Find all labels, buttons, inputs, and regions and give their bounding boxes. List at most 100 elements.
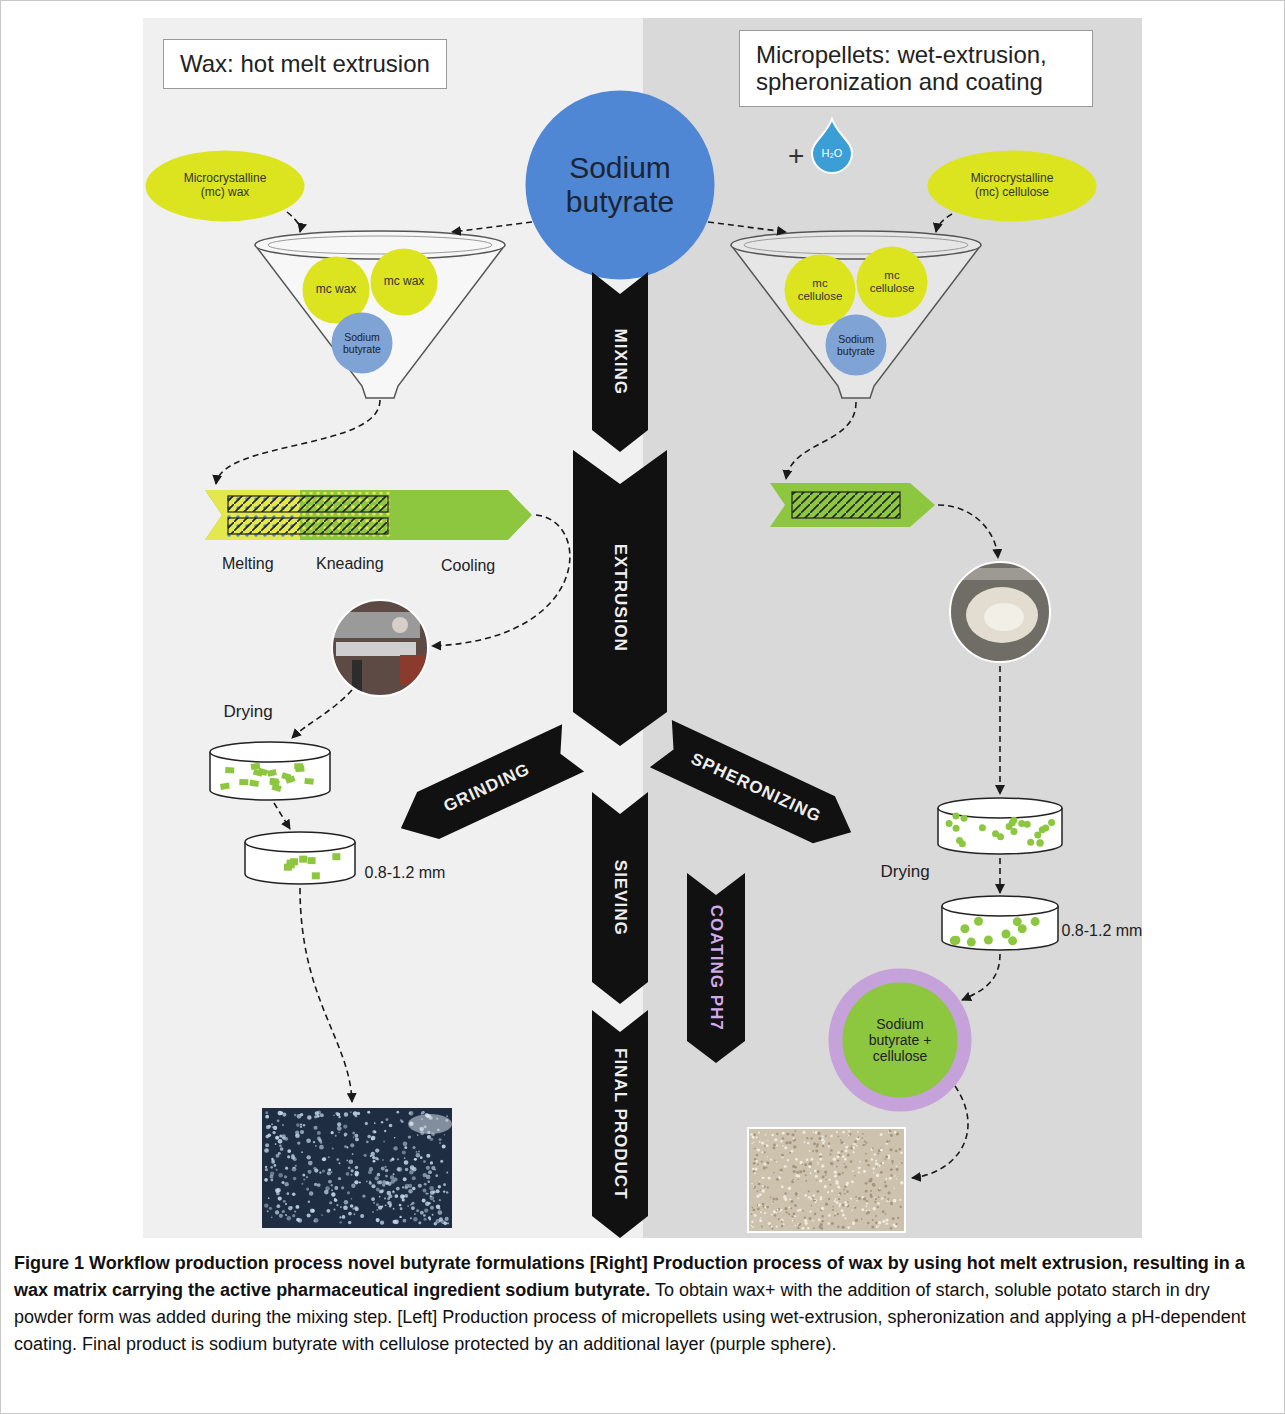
product-photo: [337, 1122, 341, 1126]
product-photo: [861, 1218, 863, 1220]
product-photo: [822, 1220, 824, 1222]
product-photo: [377, 1173, 381, 1177]
sieved-granules: [284, 864, 292, 871]
product-photo: [307, 1170, 311, 1174]
product-photo: [265, 1168, 268, 1171]
product-photo: [322, 1157, 326, 1161]
product-photo: [397, 1167, 402, 1172]
product-photo: [897, 1217, 899, 1219]
flow-arrow: [300, 888, 352, 1102]
product-photo: [748, 1128, 905, 1232]
product-photo: [294, 1211, 296, 1213]
product-photo: [439, 1142, 441, 1144]
product-photo: [443, 1191, 445, 1193]
node-shape: [592, 272, 648, 452]
node-shape: [857, 247, 928, 318]
product-photo: [895, 1223, 897, 1225]
spheronized-pellets: [1009, 819, 1016, 826]
ground-extrudate: [281, 772, 291, 780]
product-photo: [391, 1158, 394, 1161]
ground-extrudate: [258, 768, 268, 776]
product-photo: [306, 1188, 309, 1191]
product-photo: [265, 1166, 267, 1168]
product-photo: [375, 1176, 379, 1180]
product-photo: [805, 1222, 808, 1225]
sieved-pellets: [1013, 917, 1022, 926]
product-photo: [383, 1141, 385, 1143]
product-photo: [344, 1135, 346, 1137]
product-photo: [834, 1215, 836, 1217]
extruder-schematic: [205, 490, 532, 540]
product-photo: [893, 1199, 896, 1202]
product-photo: [828, 1145, 830, 1147]
product-photo: [333, 1208, 335, 1210]
product-photo: [376, 1209, 378, 1211]
product-photo: [382, 1159, 384, 1161]
product-photo: [751, 1225, 752, 1226]
product-photo: [812, 1131, 814, 1133]
ground-extrudate: [239, 779, 248, 785]
product-photo: [753, 1141, 755, 1143]
product-photo: [884, 1158, 885, 1159]
product-photo: [764, 1145, 766, 1147]
product-photo: [815, 1175, 818, 1178]
sieved-granules: [284, 853, 340, 879]
product-photo: [423, 1214, 426, 1217]
product-photo: [817, 1190, 820, 1193]
product-photo: [337, 1158, 340, 1161]
product-photo: [311, 1209, 315, 1213]
product-photo: [319, 1145, 324, 1150]
product-photo: [431, 1166, 435, 1170]
product-photo: [300, 1130, 304, 1134]
product-photo: [780, 1209, 782, 1211]
product-photo: [271, 1158, 274, 1161]
product-photo: [791, 1216, 794, 1219]
product-photo: [414, 1158, 417, 1161]
product-photo: [328, 1156, 330, 1158]
node-text: mc cellulose: [864, 269, 920, 295]
product-photo: [352, 1208, 354, 1210]
product-photo: [804, 1163, 807, 1166]
product-photo: [884, 1213, 886, 1215]
product-photo: [400, 1119, 403, 1122]
product-photo: [300, 1124, 302, 1126]
product-photo: [867, 1164, 870, 1167]
product-photo: [841, 1150, 843, 1152]
flow-arrow: [274, 803, 290, 829]
product-photo: [855, 1219, 858, 1222]
flow-arrow: [216, 400, 380, 484]
product-photo: [343, 1124, 347, 1128]
node-shape: [687, 873, 745, 1063]
product-photo: [344, 1133, 348, 1137]
product-photo: [394, 1137, 396, 1139]
product-photo: [866, 1210, 867, 1211]
product-photo: [440, 1160, 443, 1163]
product-photo: [787, 1159, 789, 1161]
product-photo: [782, 1145, 784, 1147]
product-photo: [307, 1213, 311, 1217]
node-shape: [526, 91, 715, 280]
product-photo: [756, 1149, 758, 1151]
product-photo: [872, 1183, 875, 1186]
product-photo: [350, 1111, 352, 1113]
product-photo: [853, 1171, 855, 1173]
product-photo: [385, 1204, 387, 1206]
product-photo: [321, 1214, 323, 1216]
product-photo: [384, 1197, 386, 1199]
product-photo: [367, 1111, 370, 1114]
product-photo: [754, 1148, 756, 1150]
product-photo: [757, 1164, 759, 1166]
product-photo: [885, 1156, 888, 1159]
zone-label: Kneading: [316, 554, 384, 573]
product-photo: [889, 1177, 892, 1180]
product-photo: [832, 1206, 834, 1208]
product-photo: [850, 1197, 852, 1199]
product-photo: [420, 1211, 424, 1215]
product-photo: [447, 1222, 449, 1224]
product-photo: [884, 1184, 887, 1187]
product-photo: [813, 1194, 815, 1196]
product-photo: [858, 1171, 860, 1173]
product-photo: [347, 1191, 350, 1194]
product-photo: [866, 1142, 868, 1144]
